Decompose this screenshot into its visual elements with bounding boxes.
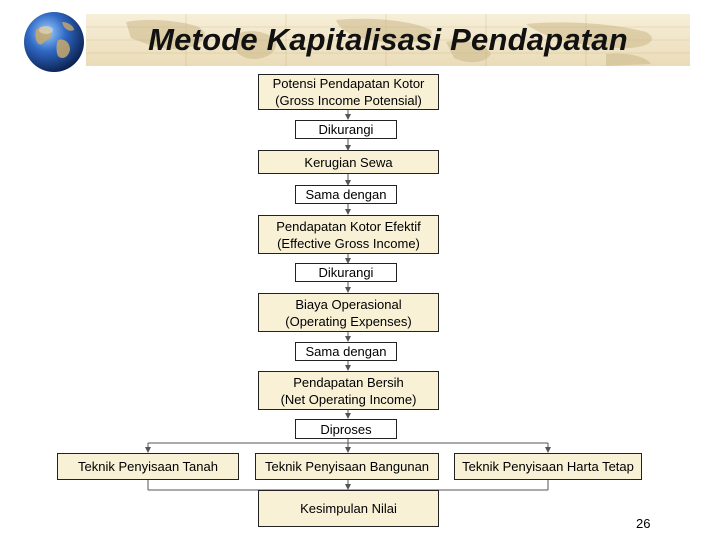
box-potensi-pendapatan-kotor: Potensi Pendapatan Kotor (Gross Income P… [258,74,439,110]
dikurangi-2-label: Dikurangi [318,265,374,280]
box-teknik-penyisaan-harta-tetap: Teknik Penyisaan Harta Tetap [454,453,642,480]
sama-dengan-2-label: Sama dengan [305,344,387,359]
box-teknik-penyisaan-tanah: Teknik Penyisaan Tanah [57,453,239,480]
bersih-line1: Pendapatan Bersih [293,374,404,390]
globe-icon [24,12,84,72]
box-kerugian-sewa: Kerugian Sewa [258,150,439,174]
efektif-line2: (Effective Gross Income) [277,235,420,251]
world-map-decoration [86,14,690,66]
box-teknik-penyisaan-bangunan: Teknik Penyisaan Bangunan [255,453,439,480]
box-sama-dengan-1: Sama dengan [295,185,397,204]
dikurangi-1-label: Dikurangi [318,122,374,137]
box-pendapatan-kotor-efektif: Pendapatan Kotor Efektif (Effective Gros… [258,215,439,254]
slide-title: Metode Kapitalisasi Pendapatan [148,22,628,57]
box-biaya-operasional: Biaya Operasional (Operating Expenses) [258,293,439,332]
box-dikurangi-2: Dikurangi [295,263,397,282]
box-diproses: Diproses [295,419,397,439]
box-sama-dengan-2: Sama dengan [295,342,397,361]
teknik-bangunan-label: Teknik Penyisaan Bangunan [264,459,430,474]
teknik-harta-label: Teknik Penyisaan Harta Tetap [462,459,634,474]
biaya-line1: Biaya Operasional [295,296,402,312]
box-pendapatan-bersih: Pendapatan Bersih (Net Operating Income) [258,371,439,410]
teknik-tanah-label: Teknik Penyisaan Tanah [78,459,218,474]
efektif-line1: Pendapatan Kotor Efektif [276,218,421,234]
box-kesimpulan-nilai: Kesimpulan Nilai [258,490,439,527]
biaya-line2: (Operating Expenses) [285,313,412,329]
kesimpulan-label: Kesimpulan Nilai [300,501,397,516]
bersih-line2: (Net Operating Income) [280,391,417,407]
box-dikurangi-1: Dikurangi [295,120,397,139]
diproses-label: Diproses [320,421,372,437]
kerugian-label: Kerugian Sewa [304,154,393,170]
page-number: 26 [636,516,651,531]
sama-dengan-1-label: Sama dengan [305,187,387,202]
title-band: Metode Kapitalisasi Pendapatan [86,14,690,66]
potensi-line1: Potensi Pendapatan Kotor [272,76,425,91]
potensi-line2: (Gross Income Potensial) [275,93,422,108]
